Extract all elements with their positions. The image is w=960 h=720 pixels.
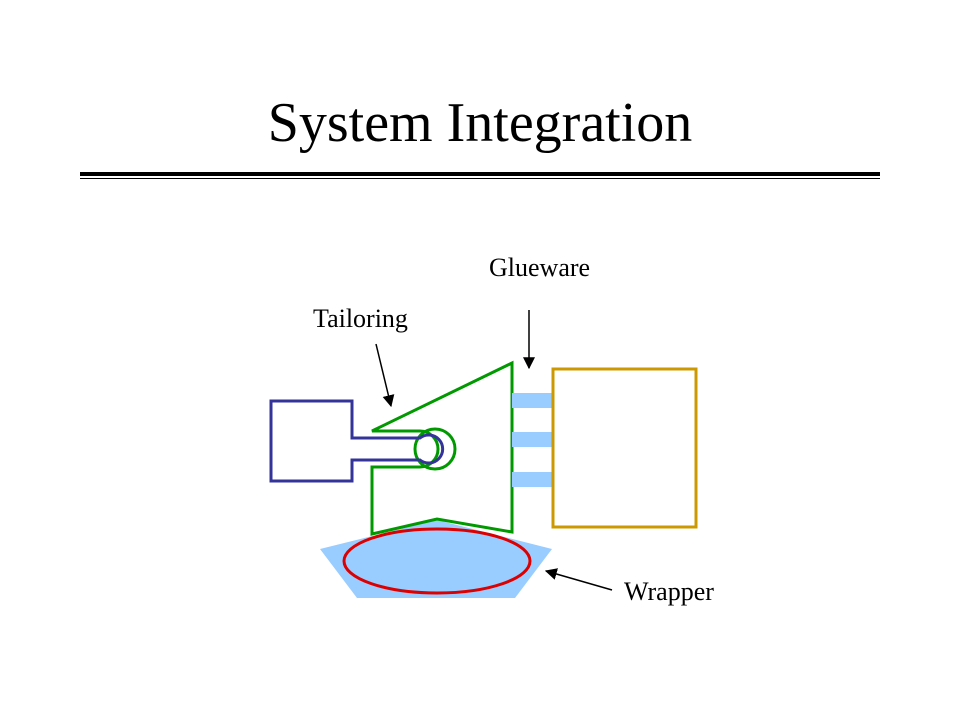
glue-connector	[512, 472, 552, 487]
tailoring-arrow	[375, 343, 395, 408]
title-rule-thin	[80, 178, 880, 179]
wrapper-base	[320, 520, 552, 598]
adapter-shape	[370, 360, 514, 536]
glue-connector	[512, 432, 552, 447]
target-system-box	[551, 367, 698, 529]
wrapper-label: Wrapper	[624, 577, 714, 606]
wrapper-ring	[342, 527, 532, 595]
tailoring-label: Tailoring	[313, 304, 408, 333]
component-shape	[269, 399, 445, 483]
slide-title: System Integration	[267, 92, 693, 154]
wrapper-arrow	[544, 568, 613, 591]
adapter-socket	[413, 427, 457, 471]
glueware-label: Glueware	[489, 253, 591, 282]
title-rule-thick	[80, 172, 880, 176]
glue-connector	[512, 393, 552, 408]
